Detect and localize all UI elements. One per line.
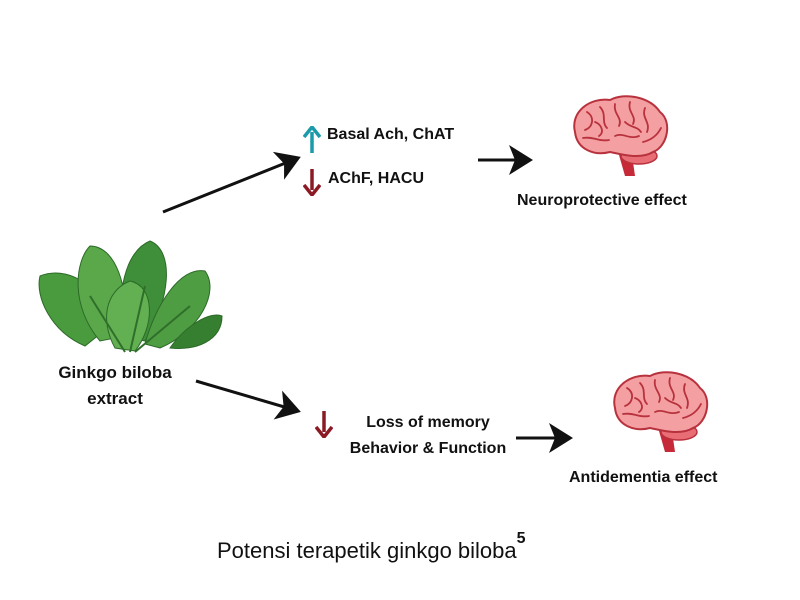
decrease-arrow-icon [315,411,333,438]
source-label: Ginkgo biloba extract [40,360,190,412]
increase-label: Basal Ach, ChAT [327,126,455,143]
arrow-to-top-branch [162,151,301,214]
arrow-to-bottom-branch [195,379,301,420]
bottom-branch-line1: Loss of memory [366,414,490,431]
decrease-label: AChF, HACU [328,170,424,187]
source-label-line1: Ginkgo biloba [58,363,172,382]
ginkgo-leaf-icon [38,240,223,353]
brain-icon [613,371,709,452]
caption-text: Potensi terapetik ginkgo biloba [217,538,517,563]
figure-caption: Potensi terapetik ginkgo biloba5 [217,530,526,564]
bottom-branch-label: Loss of memory Behavior & Function [330,410,526,462]
bottom-branch-line2: Behavior & Function [349,440,507,457]
caption-reference: 5 [516,530,526,547]
decrease-arrow-icon [303,169,321,196]
antidementia-label: Antidementia effect [569,469,718,486]
brain-icon [573,95,669,176]
source-label-line2: extract [87,389,143,408]
increase-arrow-icon [303,126,321,153]
neuroprotective-label: Neuroprotective effect [517,192,687,209]
